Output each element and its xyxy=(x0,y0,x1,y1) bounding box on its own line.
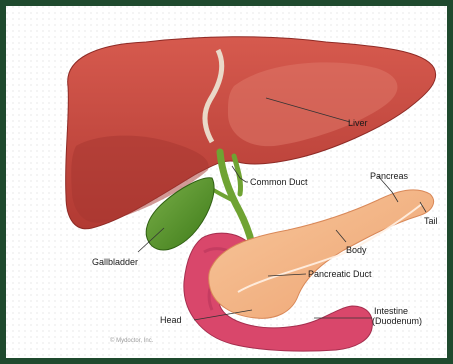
label-intestine: Intestine xyxy=(374,306,408,316)
anatomy-illustration: Liver Common Duct Pancreas Tail Gallblad… xyxy=(6,6,447,358)
label-gallbladder: Gallbladder xyxy=(92,257,138,267)
label-common-duct: Common Duct xyxy=(250,177,308,187)
label-body: Body xyxy=(346,245,367,255)
label-pancreatic-duct: Pancreatic Duct xyxy=(308,269,372,279)
copyright-text: © Mydoctor, Inc. xyxy=(110,338,153,344)
label-liver: Liver xyxy=(348,118,368,128)
label-pancreas: Pancreas xyxy=(370,171,408,181)
label-tail: Tail xyxy=(424,216,438,226)
label-duodenum: (Duodenum) xyxy=(372,316,422,326)
label-head: Head xyxy=(160,315,182,325)
